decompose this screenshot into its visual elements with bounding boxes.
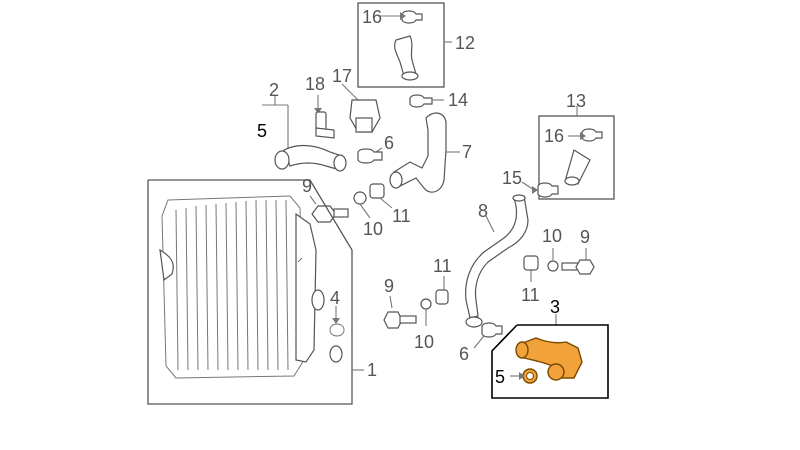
- part-10-washer-b: [547, 260, 559, 272]
- part-13-group: [538, 106, 615, 200]
- part-2-hose-group: [262, 96, 347, 172]
- callout-2: 2: [269, 80, 279, 100]
- part-13-hose: [565, 149, 591, 185]
- callout-16-top: 16: [362, 7, 382, 27]
- callout-18: 18: [305, 74, 325, 94]
- part-18-bolt: [314, 95, 335, 139]
- part-9-bolt-c: [383, 311, 403, 329]
- part-11-bushing-c: [435, 289, 449, 305]
- callout-12: 12: [455, 33, 475, 53]
- callout-1: 1: [367, 360, 377, 380]
- callout-6-top: 6: [384, 133, 394, 153]
- part-10-washer-a: [353, 191, 367, 205]
- part-3-group: [491, 314, 609, 399]
- callout-4: 4: [330, 288, 340, 308]
- callout-10-right: 10: [542, 226, 562, 246]
- callout-10-center: 10: [414, 332, 434, 352]
- callout-5-box3: 5: [495, 367, 505, 387]
- fasteners-right: [523, 248, 595, 282]
- part-12-group: [357, 2, 452, 88]
- part-17-sensor: [341, 83, 381, 133]
- part-13-hose-end: [564, 176, 580, 186]
- callout-16-box13: 16: [544, 126, 564, 146]
- part-12-box: [357, 2, 445, 88]
- part-3-hose: [519, 337, 583, 379]
- part-6-clamp-upper: [357, 147, 383, 164]
- callout-9-upper-left: 9: [302, 176, 312, 196]
- callout-6-lower: 6: [459, 344, 469, 364]
- part-8-pipe-body: [465, 195, 529, 319]
- callout-15: 15: [502, 168, 522, 188]
- part-11-bushing-b: [523, 255, 539, 271]
- part-12-hose-end: [401, 71, 419, 81]
- callout-10-upper-left: 10: [363, 219, 383, 239]
- clamp-16-top: [401, 10, 423, 24]
- callout-9-right: 9: [580, 227, 590, 247]
- part-7-pipe: [389, 112, 460, 193]
- callout-11-center: 11: [433, 256, 452, 276]
- callout-13: 13: [566, 91, 586, 111]
- part-2-hose: [283, 144, 343, 171]
- fasteners-upper-left: [309, 183, 393, 223]
- callout-9-center: 9: [384, 276, 394, 296]
- callout-3: 3: [550, 297, 560, 317]
- part-2-hose-end: [333, 154, 347, 172]
- part-4-clip: [329, 306, 345, 337]
- part-15-clamp: [521, 181, 559, 198]
- fasteners-center: [383, 276, 449, 329]
- callout-8: 8: [478, 201, 488, 221]
- part-5-oring: [274, 150, 290, 170]
- part-9-bolt-a: [311, 205, 337, 223]
- part-1-intercooler: [147, 179, 364, 405]
- callout-11-upper-left: 11: [392, 206, 411, 226]
- part-3-box: [491, 324, 609, 399]
- callout-17: 17: [332, 66, 352, 86]
- clamp-16-box13: [581, 128, 603, 142]
- part-10-washer-c: [420, 298, 432, 310]
- part-9-bolt-b: [575, 259, 595, 275]
- part-6-clamp-lower: [473, 322, 503, 349]
- part-12-hose: [394, 35, 417, 77]
- callout-7: 7: [462, 142, 472, 162]
- part-8-pipe: [465, 194, 529, 328]
- part-14-clamp: [409, 94, 444, 108]
- callout-11-right: 11: [521, 285, 540, 305]
- part-11-bushing-a: [369, 183, 385, 199]
- callout-5-top: 5: [257, 121, 267, 141]
- callout-14: 14: [448, 90, 468, 110]
